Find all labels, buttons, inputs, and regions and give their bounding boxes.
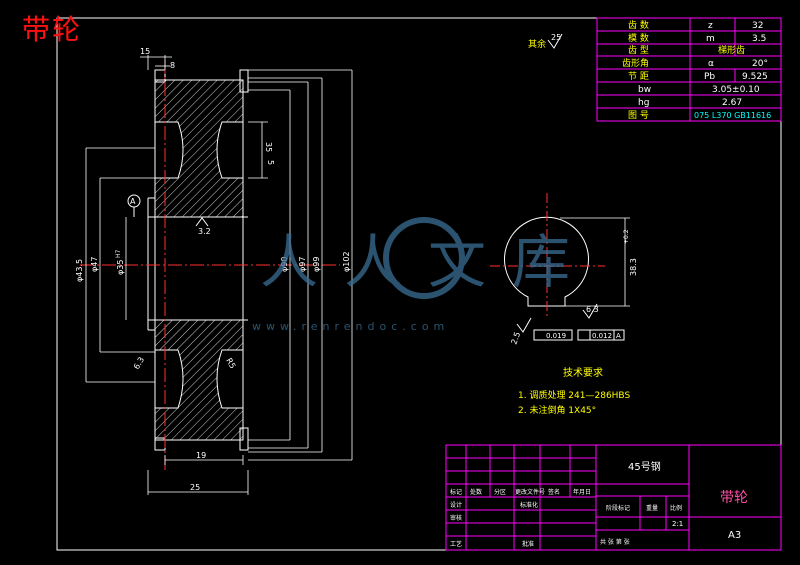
section-view [80, 60, 340, 470]
roughness-symbol-icon [547, 33, 563, 49]
spec-symbol-pitch: Pb [704, 72, 715, 82]
spec-value-pitch: 9.525 [742, 72, 768, 82]
dim-phi35-tol: H7 [115, 249, 122, 258]
dim-5: 5 [266, 160, 275, 165]
spec-symbol-angle: α [708, 59, 714, 69]
keyway-dim: 38.3 [629, 258, 638, 276]
dim-6-3-left: 6.3 [132, 355, 146, 371]
spec-value-teeth: 32 [752, 21, 763, 31]
roughness-2-5: 2.5 [509, 331, 522, 346]
dim-phi47: φ47 [90, 257, 99, 272]
tb-check: 审核 [450, 514, 462, 522]
dim-15: 15 [140, 47, 150, 56]
tb-stage: 阶段标记 [606, 504, 630, 512]
spec-label-hg: hg [638, 98, 649, 108]
tb-sign: 签名 [548, 488, 560, 496]
tech-req-item-1: 1. 调质处理 241—286HBS [518, 389, 630, 401]
tb-part-name: 带轮 [720, 490, 748, 506]
keyway-tol: +0.2 [623, 229, 630, 244]
flange-left-upper [154, 69, 166, 83]
page-title: 带轮 [22, 13, 83, 46]
tb-paper-size: A3 [728, 530, 741, 541]
roughness-other: 其余 25 [528, 33, 563, 50]
title-block [445, 444, 782, 551]
dim-phi90: φ90 [280, 257, 289, 272]
dim-phi97: φ97 [298, 257, 307, 272]
tech-requirements: 技术要求 1. 调质处理 241—286HBS 2. 未注倒角 1X45° [518, 366, 630, 416]
dim-8: 8 [170, 61, 175, 70]
roughness-other-value: 25 [551, 33, 561, 42]
tb-date: 年月日 [573, 488, 591, 496]
roughness-2-5-icon [516, 317, 532, 333]
flatness-ref: A [616, 332, 621, 340]
spec-label-bw: bw [638, 85, 651, 95]
symmetry-tolerance: 0.019 [546, 332, 566, 340]
tb-ratio: 比例 [670, 504, 682, 512]
spec-label-module: 模 数 [628, 32, 649, 44]
spec-value-bw: 3.05±0.10 [712, 85, 760, 95]
tech-req-title: 技术要求 [563, 366, 603, 379]
spec-label-drawing-no: 图 号 [628, 110, 649, 121]
roughness-6-3: 6.3 [586, 305, 599, 314]
spec-value-drawing-no: 075 L370 GB11616 [694, 111, 771, 120]
keyway-outline [504, 216, 589, 307]
flatness-tolerance-frame [577, 329, 625, 341]
watermark-logo-icon [383, 217, 465, 299]
datum-a-label: A [130, 197, 136, 206]
spec-value-profile: 梯形齿 [718, 44, 745, 56]
flange-right-upper [239, 69, 249, 93]
spec-value-hg: 2.67 [722, 98, 742, 108]
symmetry-tolerance-frame [533, 329, 573, 341]
groove-left-upper [154, 121, 184, 179]
spec-label-teeth: 齿 数 [628, 19, 649, 31]
dim-19: 19 [196, 451, 206, 460]
groove-right-upper [216, 121, 244, 179]
dim-35: 35 [264, 142, 273, 152]
roughness-3-2-icon [195, 217, 209, 227]
tb-sheets: 共 张 第 张 [600, 538, 630, 546]
dim-25: 25 [190, 483, 200, 492]
tb-mark: 标记 [450, 488, 462, 496]
spec-label-profile: 齿 型 [628, 45, 649, 56]
tb-zone: 分区 [494, 488, 506, 496]
flange-right-lower [239, 427, 249, 451]
tb-weight: 重量 [646, 504, 658, 512]
watermark-url: www.renrendoc.com [252, 320, 449, 333]
spec-value-module: 3.5 [752, 34, 766, 44]
groove-left-lower [154, 349, 184, 409]
spec-label-angle: 齿形角 [622, 57, 649, 69]
tb-material: 45号钢 [628, 460, 661, 473]
watermark: 人人文库 www.renrendoc.com [252, 217, 596, 333]
tb-change-doc: 更改文件号 [515, 488, 545, 496]
drawing-frame [56, 17, 782, 551]
datum-a: A [127, 194, 209, 227]
watermark-text: 人人文库 [260, 228, 596, 296]
spec-symbol-module: m [706, 34, 715, 44]
spec-value-angle: 20° [752, 59, 768, 69]
roughness-6-3-icon [582, 303, 598, 319]
section-dimensions [85, 55, 353, 495]
dim-phi35: φ35 [116, 260, 125, 275]
spec-symbol-teeth: z [708, 21, 713, 31]
tb-count: 处数 [470, 488, 482, 496]
tb-craft: 工艺 [450, 540, 462, 548]
tb-approve: 批准 [522, 540, 534, 548]
spec-table [596, 17, 782, 122]
tb-standard: 标准化 [520, 501, 538, 509]
spec-label-pitch: 节 距 [628, 71, 649, 82]
roughness-other-label: 其余 [528, 38, 546, 50]
flatness-tolerance: 0.012 [592, 332, 612, 340]
keyway-view: 38.3 +0.2 6.3 2.5 0.019 0.012 A [490, 193, 638, 346]
title-block-text: 标记 处数 分区 更改文件号 签名 年月日 设计 标准化 审核 工艺 批准 阶段… [450, 460, 748, 548]
spec-table-text: 齿 数 z 32 模 数 m 3.5 齿 型 梯形齿 齿形角 α 20° 节 距… [622, 19, 771, 121]
tech-req-item-2: 2. 未注倒角 1X45° [518, 404, 596, 416]
tb-design: 设计 [450, 501, 462, 509]
dim-phi99: φ99 [312, 257, 321, 272]
dim-phi435: φ43.5 [75, 259, 84, 282]
tb-scale: 2:1 [672, 520, 683, 528]
dim-phi102: φ102 [342, 251, 351, 272]
dim-3-2: 3.2 [198, 227, 211, 236]
groove-right-lower [216, 349, 244, 409]
